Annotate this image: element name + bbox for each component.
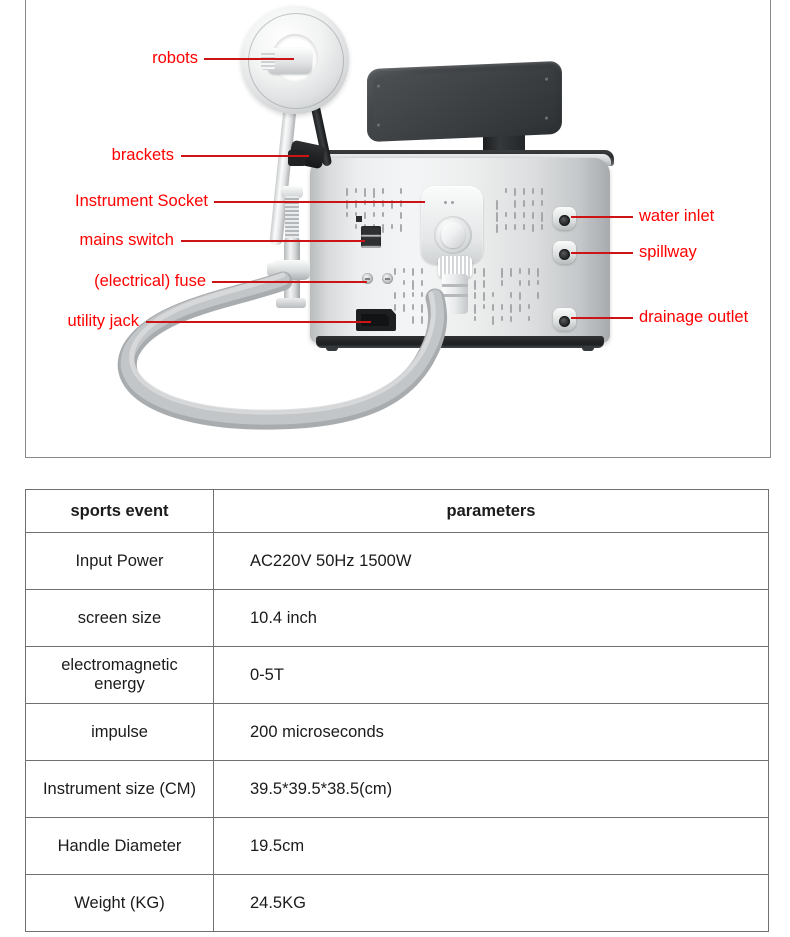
vent-grille bbox=[474, 268, 552, 328]
spec-key: Handle Diameter bbox=[25, 817, 214, 875]
screw-icon bbox=[377, 123, 380, 127]
chassis-foot bbox=[326, 346, 338, 351]
arm-bracket-clamp bbox=[288, 150, 306, 166]
post-threaded-section bbox=[285, 196, 299, 240]
socket-rotary-knob bbox=[441, 222, 465, 248]
label-drainage-outlet: drainage outlet bbox=[639, 308, 749, 326]
leader-line-robots bbox=[204, 58, 294, 60]
spec-key: Input Power bbox=[25, 532, 214, 590]
water-inlet-port bbox=[553, 207, 576, 230]
spec-key: Instrument size (CM) bbox=[25, 760, 214, 818]
screw-icon bbox=[377, 84, 380, 88]
spec-value: 10.4 inch bbox=[213, 589, 769, 647]
spec-value: 200 microseconds bbox=[213, 703, 769, 761]
spec-value: 19.5cm bbox=[213, 817, 769, 875]
vent-grille bbox=[394, 268, 434, 328]
post-collar bbox=[281, 186, 303, 198]
mains-switch-rocker bbox=[361, 226, 381, 248]
header-sports-event: sports event bbox=[25, 489, 214, 533]
spec-value: 0-5T bbox=[213, 646, 769, 704]
label-spillway: spillway bbox=[639, 243, 697, 261]
spec-key: impulse bbox=[25, 703, 214, 761]
label-brackets: brackets bbox=[111, 146, 174, 164]
label-electrical-fuse: (electrical) fuse bbox=[94, 272, 206, 290]
spec-value: 24.5KG bbox=[213, 874, 769, 932]
label-instrument-socket: Instrument Socket bbox=[75, 192, 208, 210]
fuse-holder bbox=[382, 273, 393, 284]
coil-adjust-knob bbox=[261, 51, 275, 70]
table-row: Instrument size (CM)39.5*39.5*38.5(cm) bbox=[25, 760, 769, 818]
screw-icon bbox=[545, 77, 548, 81]
spec-value: AC220V 50Hz 1500W bbox=[213, 532, 769, 590]
leader-line-electrical-fuse bbox=[212, 281, 367, 283]
drainage-outlet-port bbox=[553, 308, 576, 331]
chassis-base bbox=[316, 336, 604, 348]
table-header-row: sports event parameters bbox=[25, 489, 769, 533]
coil-hub bbox=[268, 48, 312, 74]
socket-indicator-dots bbox=[444, 201, 458, 204]
ring-coil-groove bbox=[248, 13, 344, 109]
leader-line-mains-switch bbox=[181, 240, 365, 242]
leader-line-brackets bbox=[181, 155, 309, 157]
spec-key: screen size bbox=[25, 589, 214, 647]
label-robots: robots bbox=[152, 49, 198, 67]
table-row: Weight (KG)24.5KG bbox=[25, 874, 769, 932]
spillway-port bbox=[553, 241, 576, 264]
post-joint-cap bbox=[267, 263, 279, 276]
leader-line-spillway bbox=[571, 252, 633, 254]
leader-line-drainage-outlet bbox=[571, 317, 633, 319]
label-utility-jack: utility jack bbox=[67, 312, 139, 330]
header-parameters: parameters bbox=[213, 489, 769, 533]
power-indicator-icon bbox=[356, 216, 362, 222]
vent-grille bbox=[496, 188, 552, 234]
leader-line-utility-jack bbox=[146, 321, 371, 323]
leader-line-instrument-socket bbox=[214, 201, 425, 203]
leader-line-water-inlet bbox=[571, 216, 633, 218]
spec-key: electromagnetic energy bbox=[25, 646, 214, 704]
utility-jack-port bbox=[356, 309, 396, 331]
label-mains-switch: mains switch bbox=[79, 231, 174, 249]
screw-icon bbox=[545, 116, 548, 120]
display-screen-rear bbox=[367, 60, 562, 143]
label-water-inlet: water inlet bbox=[639, 207, 715, 225]
product-diagram-panel: robots brackets Instrument Socket mains … bbox=[25, 0, 771, 458]
connector-ring bbox=[442, 284, 468, 287]
spec-key: Weight (KG) bbox=[25, 874, 214, 932]
connector-ring bbox=[442, 294, 468, 297]
post-base bbox=[276, 298, 306, 308]
chassis-foot bbox=[582, 346, 594, 351]
spec-value: 39.5*39.5*38.5(cm) bbox=[213, 760, 769, 818]
